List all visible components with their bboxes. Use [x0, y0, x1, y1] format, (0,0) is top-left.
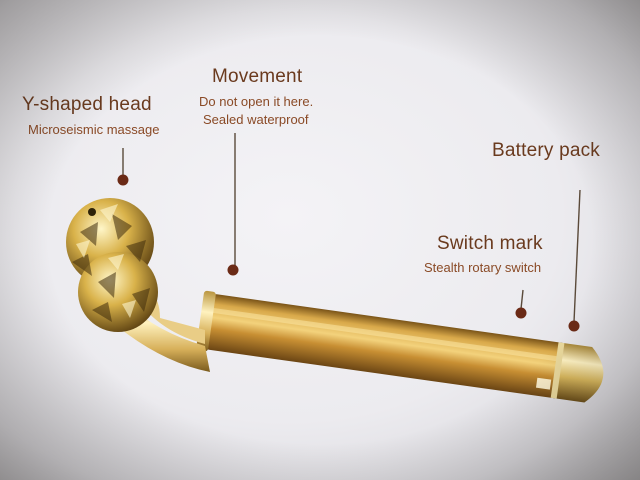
movement-subtitle-line1: Do not open it here. [199, 94, 314, 109]
movement-pointer-dot [227, 264, 239, 276]
switch-subtitle: Stealth rotary switch [424, 260, 542, 275]
y-head-subtitle: Microseismic massage [28, 122, 160, 137]
y-head-title: Y-shaped head [22, 94, 152, 115]
leader-lines [122, 133, 581, 323]
roller-body [196, 290, 604, 403]
movement-subtitle-line2: Sealed waterproof [203, 112, 309, 127]
battery-title: Battery pack [492, 140, 601, 161]
y-head-pointer-dot [117, 174, 129, 186]
pointer-dots [117, 174, 580, 332]
battery-pointer-dot [568, 320, 580, 332]
switch-title: Switch mark [437, 233, 543, 254]
switch-pointer-dot [515, 307, 527, 319]
movement-title: Movement [212, 66, 303, 87]
roller-head [66, 198, 158, 332]
